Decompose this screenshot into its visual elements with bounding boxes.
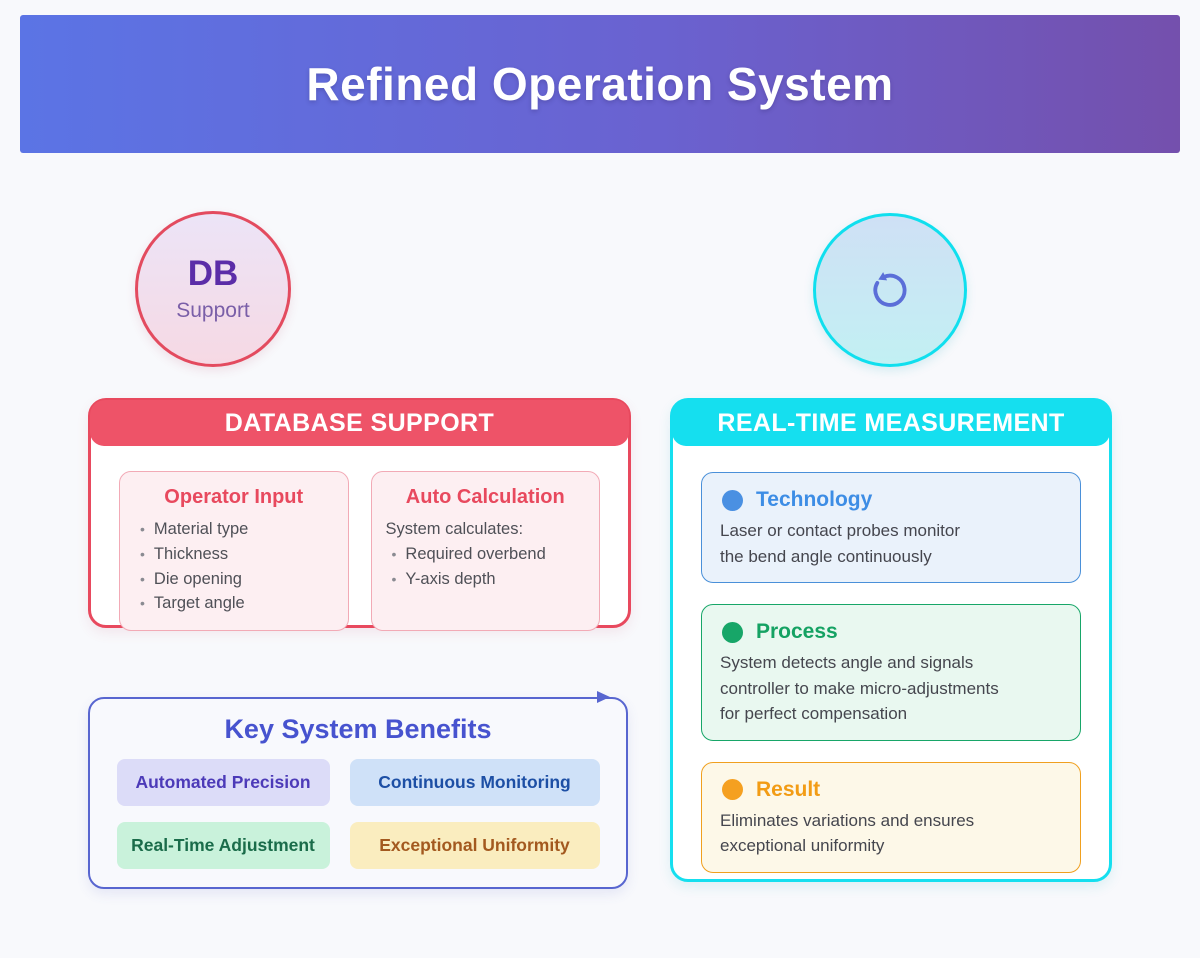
process-text: for perfect compensation <box>720 704 908 723</box>
list-item: Material type <box>134 517 334 542</box>
result-section: Result Eliminates variations and ensures… <box>701 761 1081 873</box>
result-header: Result <box>722 778 1062 802</box>
technology-header: Technology <box>722 488 1062 512</box>
result-label: Result <box>756 777 821 801</box>
benefit-chip-continuous-monitoring: Continuous Monitoring <box>349 759 600 806</box>
list-item: Y-axis depth <box>386 567 586 592</box>
db-support-label: Support <box>176 299 250 323</box>
operator-input-title: Operator Input <box>164 486 304 508</box>
technology-section: Technology Laser or contact probes monit… <box>701 472 1081 583</box>
page-title: Refined Operation System <box>306 58 894 110</box>
result-dot-icon <box>722 779 743 800</box>
list-item: Die opening <box>134 567 334 592</box>
key-benefits-title: Key System Benefits <box>224 714 492 744</box>
process-text: System detects angle and signals <box>720 653 974 672</box>
technology-text: Laser or contact probes monitor <box>720 521 961 540</box>
auto-calculation-box: Auto Calculation System calculates: Requ… <box>370 471 600 631</box>
benefit-chip-automated-precision: Automated Precision <box>116 759 330 806</box>
realtime-measurement-body: Technology Laser or contact probes monit… <box>673 446 1109 873</box>
db-abbreviation: DB <box>187 253 239 293</box>
realtime-circle <box>813 213 967 367</box>
benefits-grid: Automated Precision Continuous Monitorin… <box>116 759 600 869</box>
auto-calculation-intro: System calculates: <box>385 520 524 538</box>
realtime-measurement-header: REAL-TIME MEASUREMENT <box>672 400 1110 446</box>
key-benefits-card: Key System Benefits Automated Precision … <box>88 691 628 889</box>
database-support-body: Operator Input Material type Thickness D… <box>91 446 628 631</box>
process-dot-icon <box>722 621 743 643</box>
db-support-circle: DB Support <box>135 211 291 367</box>
process-text: controller to make micro-adjustments <box>720 678 999 698</box>
flow-arrow-icon <box>597 691 610 703</box>
list-item: Required overbend <box>386 542 586 567</box>
header-banner: Refined Operation System <box>20 15 1180 153</box>
auto-calculation-title: Auto Calculation <box>405 486 565 508</box>
database-support-title: DATABASE SUPPORT <box>224 408 495 437</box>
technology-dot-icon <box>722 489 743 511</box>
technology-text: the bend angle continuously <box>720 546 932 566</box>
list-item: Target angle <box>134 591 334 616</box>
result-text: exceptional uniformity <box>720 836 885 855</box>
realtime-measurement-card: REAL-TIME MEASUREMENT Technology Laser o… <box>670 398 1112 882</box>
benefit-chip-exceptional-uniformity: Exceptional Uniformity <box>349 822 600 869</box>
database-support-card: DATABASE SUPPORT Operator Input Material… <box>88 398 631 631</box>
realtime-measurement-title: REAL-TIME MEASUREMENT <box>717 408 1065 437</box>
process-label: Process <box>756 620 838 643</box>
result-text: Eliminates variations and ensures <box>720 810 975 830</box>
rotate-ccw-icon <box>863 261 917 320</box>
process-header: Process <box>722 620 1062 644</box>
database-support-header: DATABASE SUPPORT <box>90 400 629 446</box>
technology-label: Technology <box>756 488 873 511</box>
list-item: Thickness <box>134 542 334 567</box>
operator-input-box: Operator Input Material type Thickness D… <box>119 471 349 631</box>
benefit-chip-real-time-adjustment: Real-Time Adjustment <box>116 822 330 869</box>
process-section: Process System detects angle and signals… <box>701 604 1081 741</box>
